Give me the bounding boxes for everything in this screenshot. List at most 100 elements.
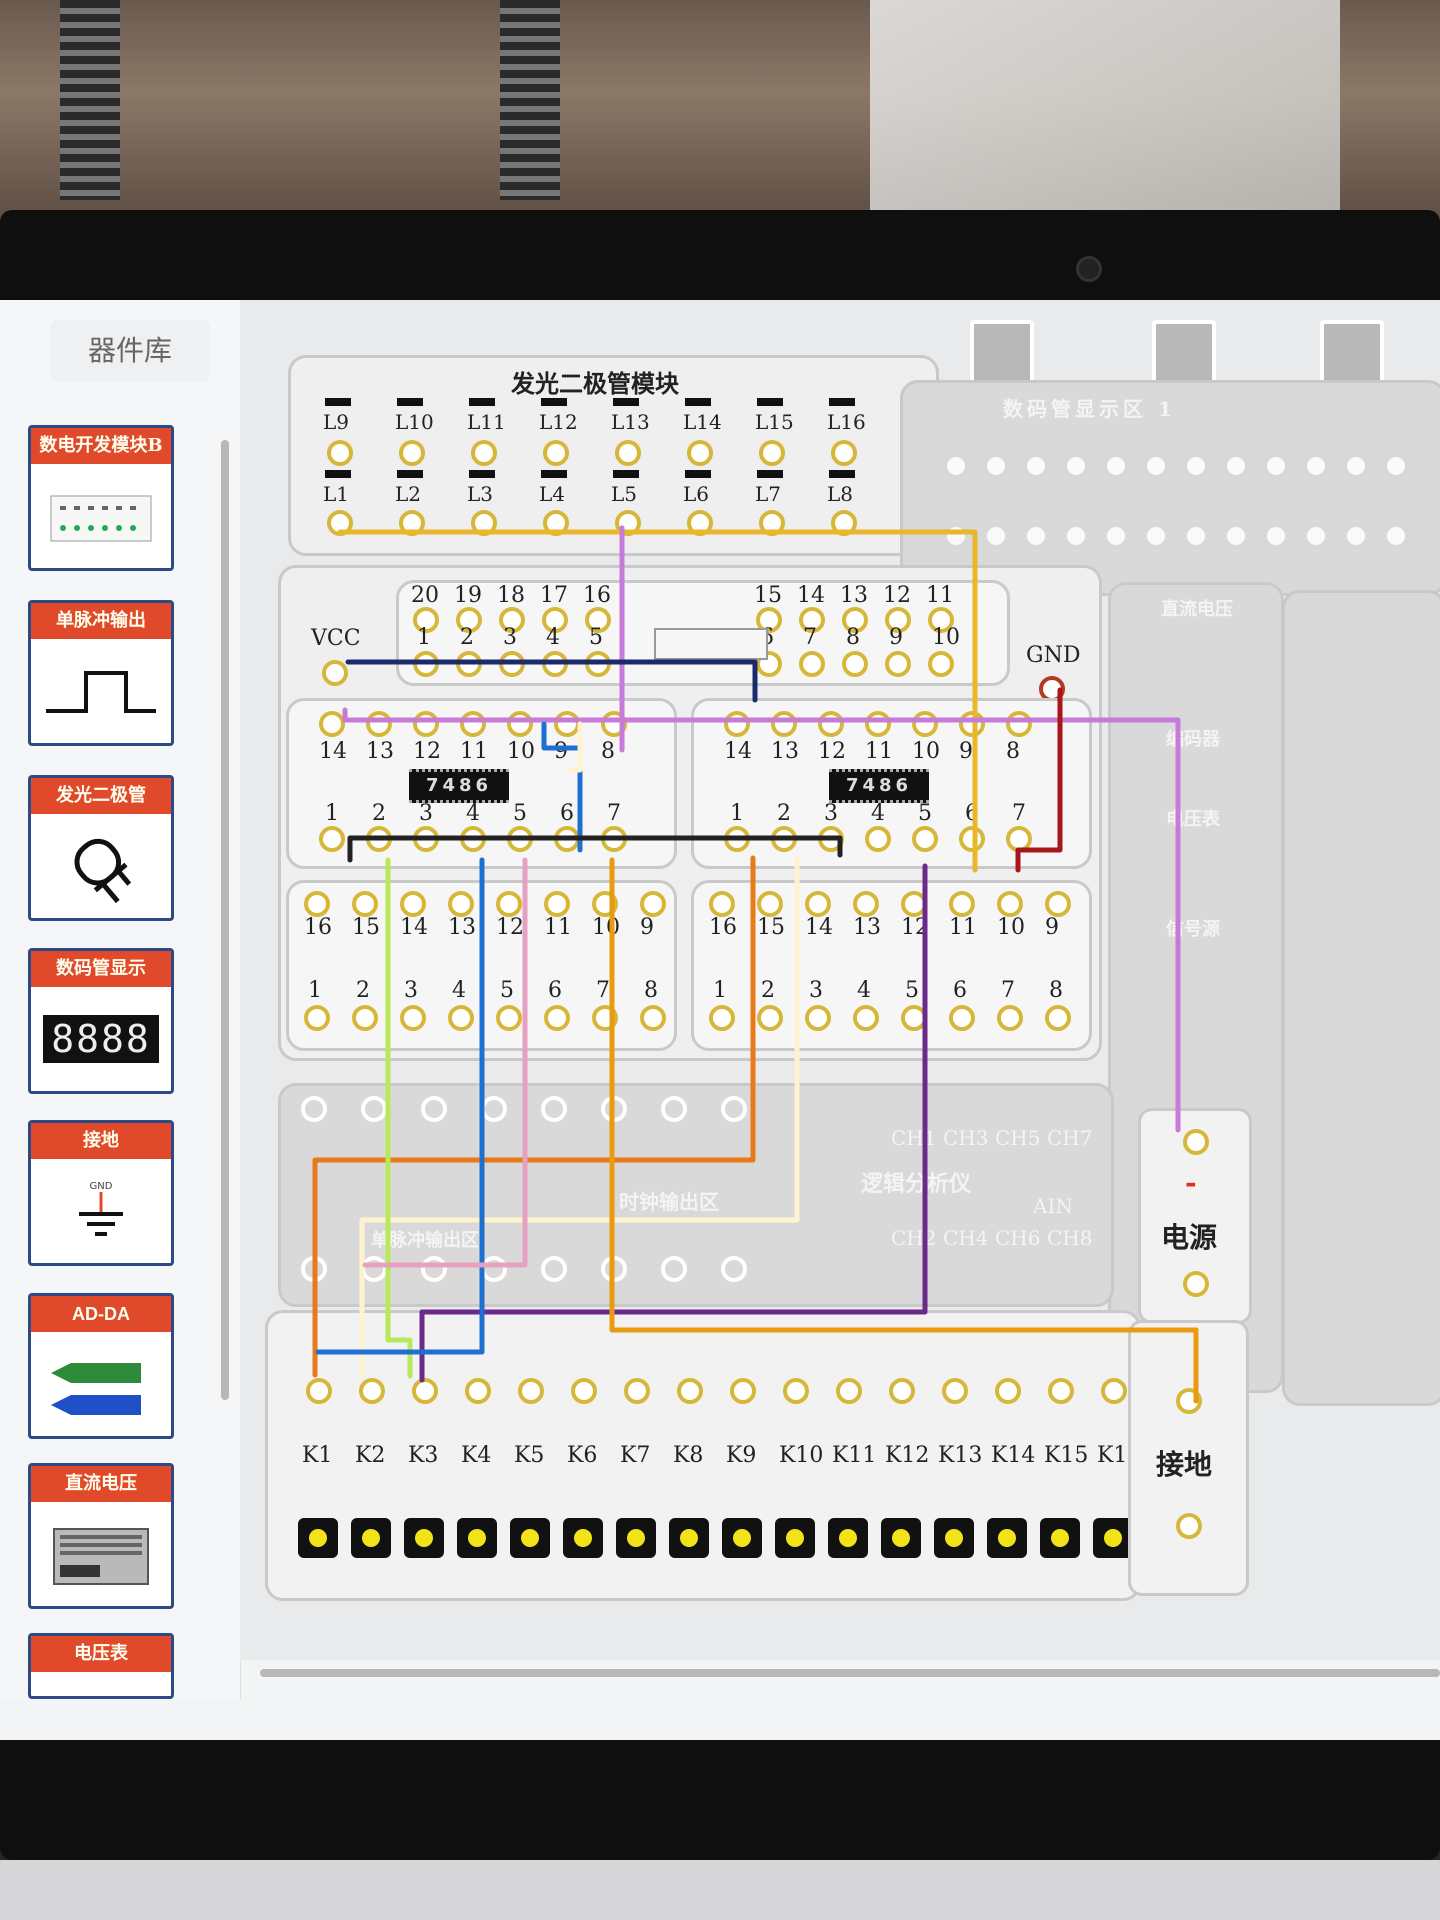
display-pin[interactable] <box>983 523 1009 549</box>
socket-pin[interactable] <box>997 891 1023 917</box>
socket-pin[interactable] <box>949 1005 975 1031</box>
socket-pin[interactable] <box>1045 891 1071 917</box>
switch-terminal[interactable] <box>836 1378 862 1404</box>
display-pin[interactable] <box>1183 523 1209 549</box>
socket-pin[interactable] <box>640 1005 666 1031</box>
display-pin[interactable] <box>1023 523 1049 549</box>
switch-terminal[interactable] <box>1048 1378 1074 1404</box>
socket-pin[interactable] <box>805 891 831 917</box>
instrument-terminal[interactable] <box>301 1096 327 1122</box>
socket-pin[interactable] <box>928 607 954 633</box>
socket-pin[interactable] <box>928 651 954 677</box>
instrument-terminal[interactable] <box>721 1256 747 1282</box>
led-input-terminal[interactable] <box>543 440 569 466</box>
switch-terminal[interactable] <box>359 1378 385 1404</box>
toggle-switch[interactable] <box>298 1518 338 1558</box>
instrument-terminal[interactable] <box>421 1096 447 1122</box>
socket-pin[interactable] <box>304 891 330 917</box>
chip-pin[interactable] <box>724 711 750 737</box>
chip-pin[interactable] <box>460 711 486 737</box>
display-pin[interactable] <box>1023 453 1049 479</box>
toggle-switch[interactable] <box>934 1518 974 1558</box>
display-pin[interactable] <box>1143 453 1169 479</box>
toggle-switch[interactable] <box>510 1518 550 1558</box>
chip-board[interactable]: VCC GND 2011561921471831381741291651110 … <box>278 565 1102 1061</box>
vcc-terminal[interactable] <box>322 660 348 686</box>
card-ad-da[interactable]: AD-DA <box>28 1293 174 1439</box>
switch-terminal[interactable] <box>1101 1378 1127 1404</box>
socket-pin[interactable] <box>304 1005 330 1031</box>
card-single-pulse[interactable]: 单脉冲输出 <box>28 600 174 746</box>
display-pin[interactable] <box>1343 453 1369 479</box>
switch-terminal[interactable] <box>412 1378 438 1404</box>
scrollbar-thumb[interactable] <box>221 440 229 1400</box>
socket-pin[interactable] <box>842 607 868 633</box>
led-input-terminal[interactable] <box>615 440 641 466</box>
chip-pin[interactable] <box>912 711 938 737</box>
display-pin[interactable] <box>1383 523 1409 549</box>
card-voltmeter[interactable]: 电压表 <box>28 1633 174 1699</box>
socket-pin[interactable] <box>842 651 868 677</box>
instrument-terminal[interactable] <box>721 1096 747 1122</box>
chip-pin[interactable] <box>912 826 938 852</box>
display-pin[interactable] <box>1223 453 1249 479</box>
instrument-terminal[interactable] <box>361 1096 387 1122</box>
led-input-terminal[interactable] <box>687 440 713 466</box>
toggle-switch[interactable] <box>775 1518 815 1558</box>
power-terminal[interactable] <box>1183 1271 1209 1297</box>
socket-pin[interactable] <box>496 1005 522 1031</box>
switch-terminal[interactable] <box>518 1378 544 1404</box>
canvas-scrollbar[interactable] <box>240 1665 1440 1681</box>
scrollbar-thumb[interactable] <box>260 1669 1440 1677</box>
socket-pin[interactable] <box>709 1005 735 1031</box>
socket-pin[interactable] <box>544 1005 570 1031</box>
display-pin[interactable] <box>1063 453 1089 479</box>
display-pin[interactable] <box>1343 523 1369 549</box>
socket-pin[interactable] <box>448 891 474 917</box>
display-pin[interactable] <box>1303 453 1329 479</box>
chip-pin[interactable] <box>366 711 392 737</box>
socket-pin[interactable] <box>585 607 611 633</box>
power-terminal[interactable] <box>1183 1129 1209 1155</box>
switch-terminal[interactable] <box>571 1378 597 1404</box>
led-input-terminal[interactable] <box>327 440 353 466</box>
toggle-switch[interactable] <box>351 1518 391 1558</box>
socket-pin[interactable] <box>799 651 825 677</box>
socket-pin[interactable] <box>949 891 975 917</box>
instrument-terminal[interactable] <box>481 1256 507 1282</box>
switch-terminal[interactable] <box>942 1378 968 1404</box>
toggle-switch[interactable] <box>616 1518 656 1558</box>
display-pin[interactable] <box>1183 453 1209 479</box>
toggle-switch[interactable] <box>563 1518 603 1558</box>
sidebar-scrollbar[interactable] <box>218 410 232 1690</box>
switch-terminal[interactable] <box>624 1378 650 1404</box>
chip-pin[interactable] <box>413 711 439 737</box>
display-pin[interactable] <box>1143 523 1169 549</box>
chip-pin[interactable] <box>959 711 985 737</box>
toggle-switch[interactable] <box>828 1518 868 1558</box>
socket-pin[interactable] <box>456 607 482 633</box>
socket-pin[interactable] <box>885 607 911 633</box>
right-edge-modules[interactable] <box>1282 590 1440 1406</box>
chip-pin[interactable] <box>507 711 533 737</box>
socket-pin[interactable] <box>400 891 426 917</box>
ground-box[interactable]: 接地 <box>1128 1320 1249 1596</box>
switch-terminal[interactable] <box>995 1378 1021 1404</box>
chip-pin[interactable] <box>771 711 797 737</box>
switch-terminal[interactable] <box>783 1378 809 1404</box>
ground-terminal[interactable] <box>1176 1388 1202 1414</box>
display-pin[interactable] <box>1263 453 1289 479</box>
socket-pin[interactable] <box>709 891 735 917</box>
display-pin[interactable] <box>1063 523 1089 549</box>
socket-pin[interactable] <box>542 607 568 633</box>
chip-pin[interactable] <box>319 711 345 737</box>
instrument-terminal[interactable] <box>661 1096 687 1122</box>
chip-7486-left[interactable]: 7486 <box>409 769 509 803</box>
chip-pin[interactable] <box>865 711 891 737</box>
display-pin[interactable] <box>943 453 969 479</box>
socket-pin[interactable] <box>757 891 783 917</box>
